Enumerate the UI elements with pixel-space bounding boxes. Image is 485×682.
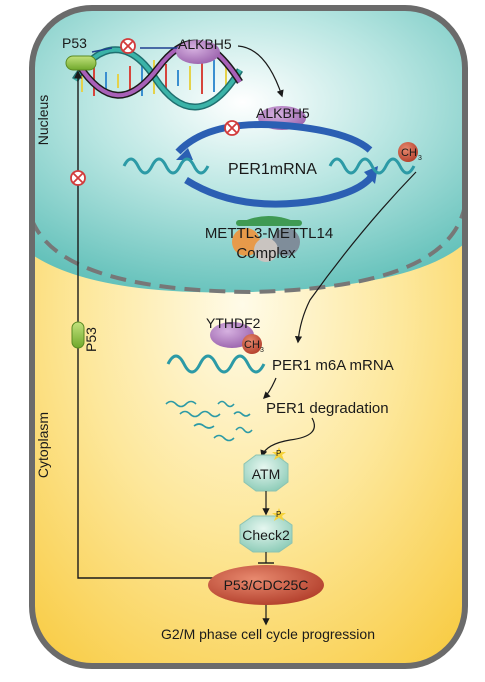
ch3-cyto-label: CH xyxy=(244,339,260,351)
check2-label: Check2 xyxy=(242,527,290,543)
cytoplasm-label: Cytoplasm xyxy=(35,412,51,478)
ch3-cyto-marker xyxy=(242,334,262,354)
alkbh5-arrow xyxy=(237,45,284,98)
demethylation-arrowhead xyxy=(176,148,193,160)
methylation-arc xyxy=(184,173,375,208)
ch3-nucleus-label: CH xyxy=(401,147,417,159)
p53-cdc25c-label: P53/CDC25C xyxy=(224,577,309,593)
nuclear-envelope xyxy=(30,204,467,295)
p53-feedback-line xyxy=(73,70,220,579)
p53-top-label: P53 xyxy=(62,35,87,51)
p53-side-label: P53 xyxy=(83,327,99,352)
alkbh5-top-label: ALKBH5 xyxy=(178,36,232,52)
mettl3-mettl14-complex xyxy=(232,216,302,262)
ch3-nucleus-sub: 3 xyxy=(418,155,422,162)
complex-label: Complex xyxy=(236,245,296,262)
atm-label: ATM xyxy=(252,466,281,482)
check2-kinase xyxy=(239,515,293,553)
phosphate-star-icon xyxy=(272,447,286,460)
ythdf2-label: YTHDF2 xyxy=(206,315,261,331)
demethylation-arc xyxy=(175,121,373,155)
cell-membrane xyxy=(29,5,468,669)
p53-link-line xyxy=(91,47,113,53)
per1-m6a-label: PER1 m6A mRNA xyxy=(272,357,394,374)
inhibit-circle-icon xyxy=(120,38,136,54)
alkbh5-protein-top xyxy=(176,40,220,64)
mrna-fragments xyxy=(165,400,253,442)
phospho-check2-label: P xyxy=(276,510,281,519)
inhibit-circle-icon xyxy=(224,120,240,136)
phosphate-star-icon xyxy=(272,508,286,521)
per1-mrna-strand-right xyxy=(328,157,416,175)
nucleus-region xyxy=(32,8,465,293)
atm-kinase xyxy=(243,454,289,492)
per1-mrna-strand-left xyxy=(122,157,210,175)
atm-activation-arrow xyxy=(260,417,315,458)
ch3-nucleus-marker xyxy=(398,142,418,162)
inhibit-circle-icon xyxy=(70,170,86,186)
degradation-arrow xyxy=(262,377,277,400)
methyltransferase-label: METTL3-METTL14 xyxy=(205,225,333,242)
degradation-label: PER1 degradation xyxy=(266,400,389,417)
phospho-atm-label: P xyxy=(276,449,281,458)
nucleus-label: Nucleus xyxy=(35,95,51,146)
per1-m6a-mrna-strand xyxy=(166,354,266,374)
alkbh5-cycle-label: ALKBH5 xyxy=(256,105,310,121)
p53-cdc25c-complex xyxy=(208,565,324,605)
p53-protein-side xyxy=(71,321,85,349)
export-arrow xyxy=(294,171,417,344)
outcome-label: G2/M phase cell cycle progression xyxy=(161,626,375,642)
ch3-cyto-sub: 3 xyxy=(260,347,264,354)
p53-protein-top xyxy=(65,55,97,71)
per1-mrna-label: PER1mRNA xyxy=(228,161,317,178)
